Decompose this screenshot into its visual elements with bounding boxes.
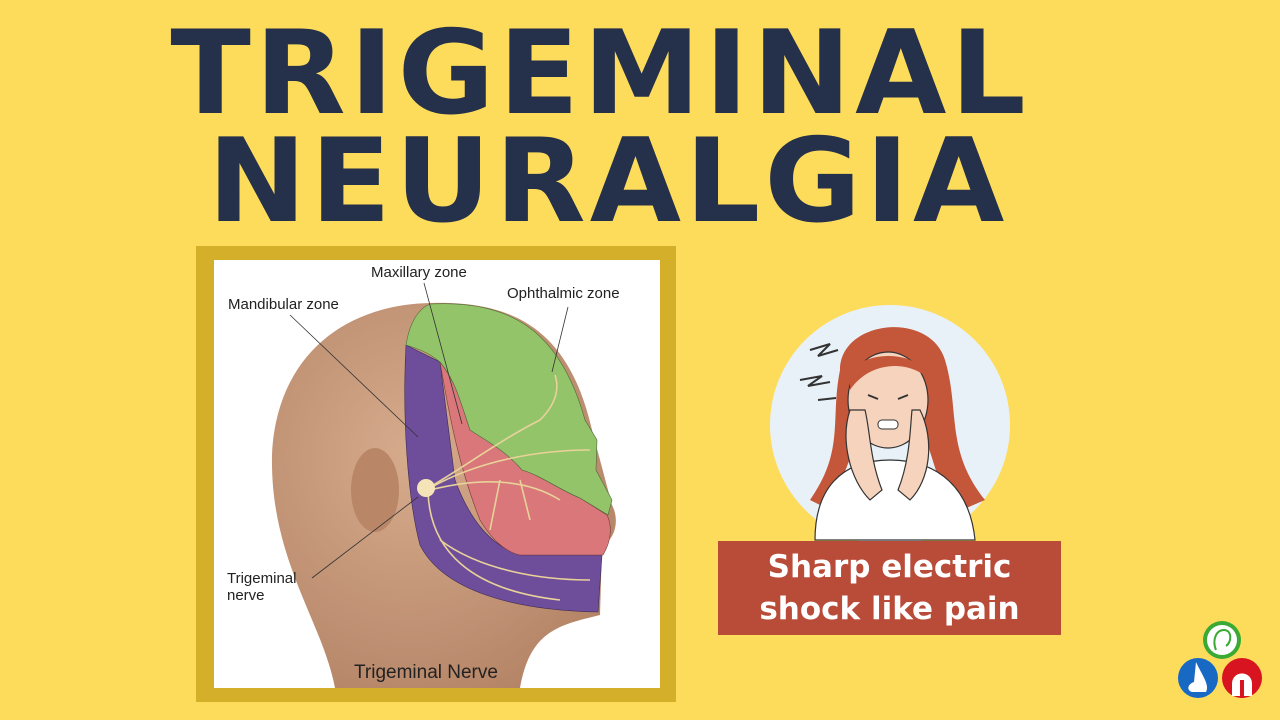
- diagram-caption: Trigeminal Nerve: [354, 662, 498, 683]
- leader-lines: [289, 282, 569, 579]
- trigeminal-ganglion: [417, 479, 435, 497]
- mouth: [877, 419, 899, 430]
- hands: [845, 409, 930, 501]
- title-line-1: TRIGEMINAL: [170, 5, 1030, 141]
- title-line-2: NEURALGIA: [207, 113, 1009, 249]
- woman-in-pain-illustration: [799, 327, 985, 541]
- ophthalmic-zone: [405, 303, 613, 516]
- eyes: [867, 394, 909, 400]
- diagram-frame: Maxillary zone Ophthalmic zone Mandibula…: [196, 246, 676, 702]
- label-maxillary-zone: Maxillary zone: [371, 264, 467, 281]
- shirt: [814, 459, 976, 541]
- nose-icon: [1178, 658, 1218, 698]
- ear: [351, 448, 399, 532]
- mandibular-zone: [404, 344, 603, 613]
- throat-icon: [1222, 658, 1262, 698]
- pain-zigzag-icon: [799, 343, 839, 401]
- callout-box: Sharp electric shock like pain: [718, 541, 1061, 635]
- label-trigeminal-nerve: Trigeminal nerve: [227, 570, 297, 604]
- head-illustration: [271, 282, 616, 688]
- label-mandibular-zone: Mandibular zone: [228, 296, 339, 313]
- fringe: [850, 356, 930, 390]
- ear-icon: [1203, 621, 1241, 659]
- ent-logo: [1178, 621, 1262, 698]
- label-ophthalmic-zone: Ophthalmic zone: [507, 285, 620, 302]
- nerve-branches: [427, 374, 591, 601]
- trigeminal-diagram: Maxillary zone Ophthalmic zone Mandibula…: [214, 260, 660, 688]
